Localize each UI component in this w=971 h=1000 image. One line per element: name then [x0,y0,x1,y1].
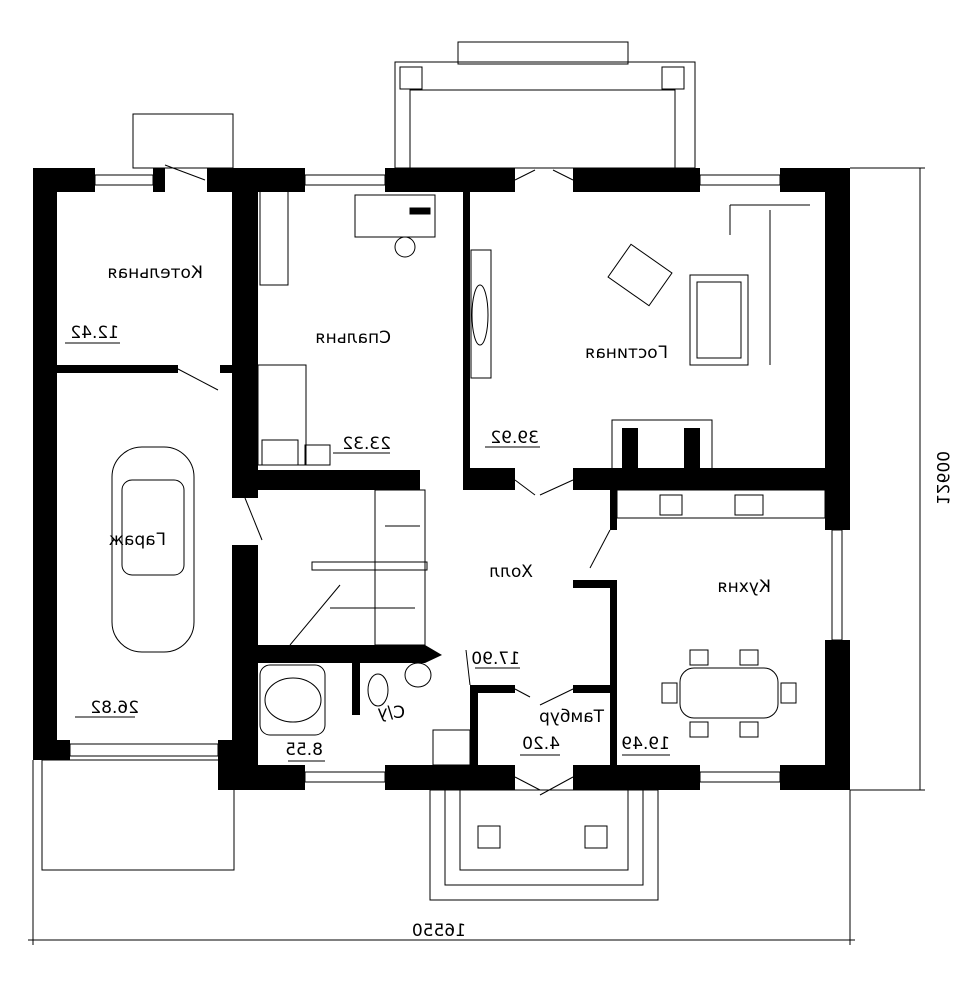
room-name: Гараж [109,530,166,550]
garage-apron [41,759,235,871]
width-dimension: 16550 [412,921,466,941]
height-dimension: 12600 [932,451,952,505]
walls [33,168,850,790]
room-name: Спальня [315,328,391,348]
room-name: Кухня [717,577,771,597]
room-name: Тамбур [539,707,605,727]
room-area: 12.42 [70,323,119,343]
windows [69,174,843,783]
furniture [41,189,826,738]
area-underlines [65,342,670,762]
front-porch-top [394,41,696,169]
boiler-porch [132,113,234,169]
room-area: 8.55 [285,740,323,760]
room-area: 23.32 [342,434,391,454]
room-area: 39.92 [490,428,539,448]
room-area: 17.90 [471,649,520,669]
dimension-lines [28,167,925,945]
room-name: Котельная [108,263,203,283]
staircase [289,489,428,646]
room-area: 19.49 [621,734,670,754]
height-dimension-group: 12600 [932,451,952,505]
doors [164,164,611,796]
room-area: 4.20 [522,734,560,754]
room-area: 26.82 [90,698,139,718]
room-name: Холл [489,562,533,582]
room-name: С/у [377,703,405,723]
room-name: Гостиная [585,343,668,363]
entrance-porch [429,729,659,901]
room-labels: Котельная 12.42 Гараж 26.82 Спальня 23.3… [70,263,771,941]
